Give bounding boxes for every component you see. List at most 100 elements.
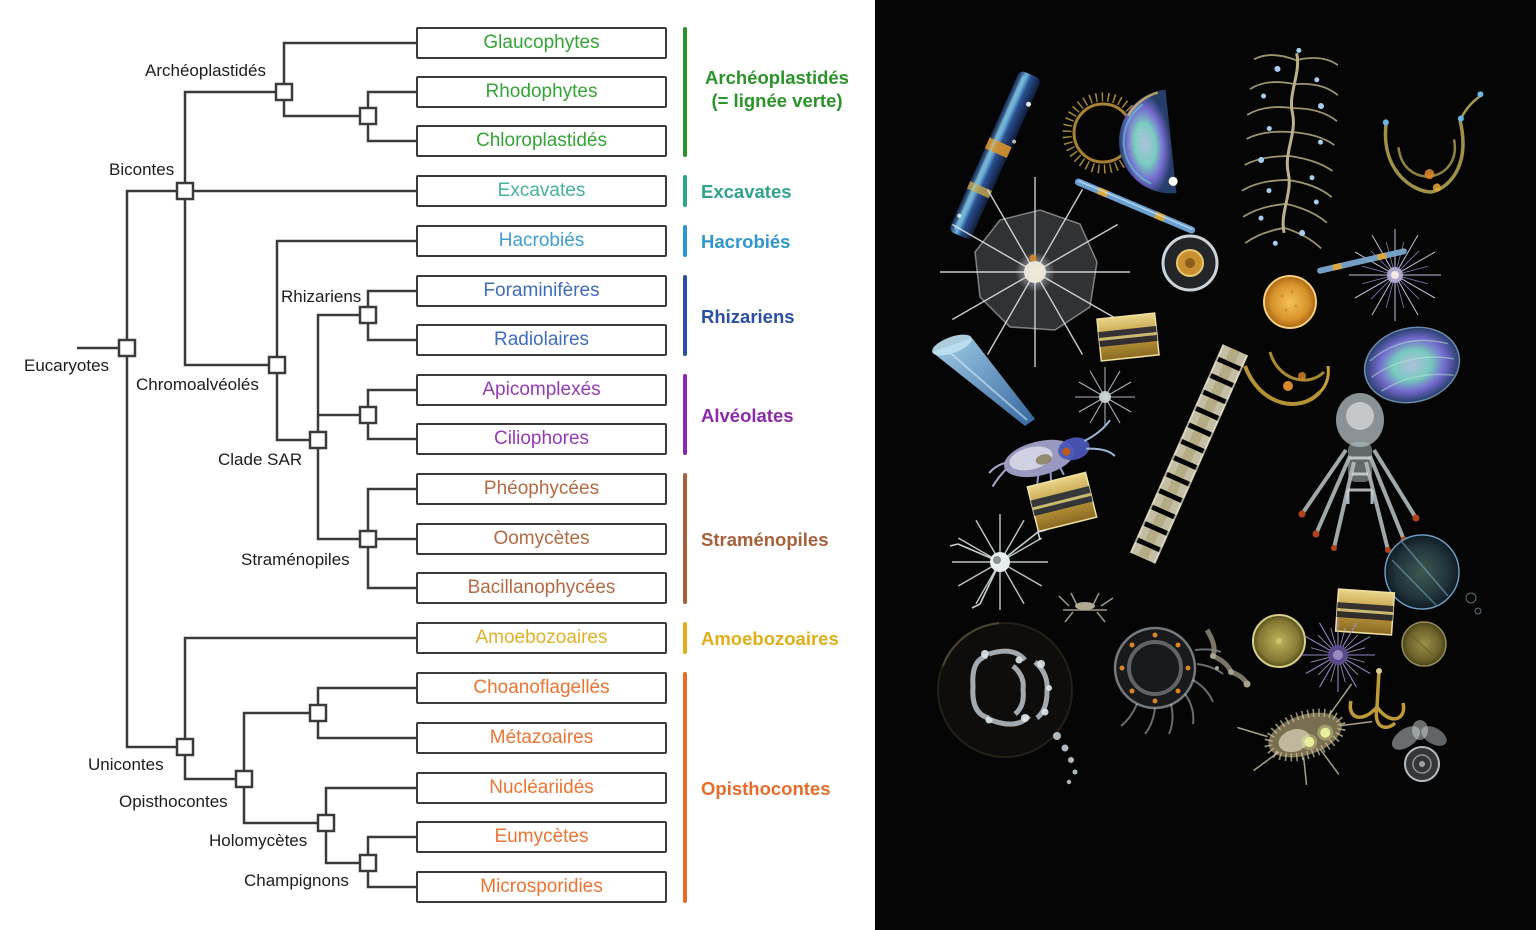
taxon-box-microsporidies: Microsporidies: [416, 871, 667, 903]
taxon-label: Eumycètes: [494, 826, 589, 847]
group-label-amoebozoaires: Amoebozoaires: [701, 628, 839, 649]
taxon-label: Foraminifères: [483, 280, 600, 301]
tree-label-champignons: Champignons: [244, 871, 349, 890]
group-bar-amoebozoaires: [683, 622, 687, 654]
group-label-archeoplastides: Archéoplastidés (= lignée verte): [701, 66, 853, 112]
organism-olive-disc-1: [1252, 614, 1306, 668]
group-label-hacrobies: Hacrobiés: [701, 231, 791, 252]
organism-ceratium-anchor: [1382, 91, 1484, 194]
tree-label-eucaryotes: Eucaryotes: [24, 356, 110, 375]
organism-chain-diatom-ladder: [1129, 344, 1249, 564]
taxon-label: Apicomplexés: [482, 379, 601, 400]
organism-copepod: [988, 419, 1116, 488]
node-rhodo-chloro: [358, 106, 378, 126]
organism-hairy-larva: [1237, 683, 1373, 786]
node-rhizariens: [358, 305, 378, 325]
phylo-tree-svg: [77, 41, 416, 889]
tree-label-opisthocontes: Opisthocontes: [119, 792, 228, 811]
taxon-box-amoebozoaires: Amoebozoaires: [416, 622, 667, 654]
organism-grapnel: [1348, 668, 1406, 729]
plankton-photo: [875, 0, 1536, 930]
phylogeny-panel: Eucaryotes Archéoplastidés Bicontes Chro…: [24, 27, 853, 903]
organism-gold-box-diatom-3: [1334, 588, 1396, 636]
taxon-box-nucleariides: Nucléariidés: [416, 772, 667, 804]
group-label-rhizariens: Rhizariens: [701, 306, 795, 327]
node-bicontes: [175, 181, 195, 201]
organism-zoea-larva: [950, 514, 1048, 610]
taxon-label: Nucléariidés: [489, 777, 594, 798]
tree-label-archeoplastides: Archéoplastidés: [145, 61, 266, 80]
taxon-label: Microsporidies: [480, 876, 603, 897]
tree-edges: [77, 41, 416, 889]
tree-label-clade-sar: Clade SAR: [218, 450, 303, 469]
node-clade-sar: [308, 430, 328, 450]
taxon-box-rhodophytes: Rhodophytes: [416, 76, 667, 108]
taxon-box-oomycetes: Oomycètes: [416, 523, 667, 555]
node-holomycetes: [316, 813, 336, 833]
organism-small-star: [1075, 367, 1135, 427]
taxon-label: Amoebozoaires: [475, 627, 608, 648]
group-label-line2: (= lignée verte): [711, 90, 843, 112]
organism-twig: [1204, 628, 1251, 688]
node-champignons: [358, 853, 378, 873]
taxon-label: Bacillanophycées: [467, 577, 616, 598]
organism-radiolarian-umbrella: [940, 177, 1130, 367]
node-stramenopiles: [358, 529, 378, 549]
tree-label-holomycetes: Holomycètes: [209, 831, 308, 850]
node-chromoalveoles: [267, 355, 287, 375]
organism-lander-larva: [1298, 393, 1420, 553]
taxon-label: Glaucophytes: [483, 32, 600, 53]
group-label-line1: Archéoplastidés: [705, 67, 849, 88]
taxon-box-metazoaires: Métazoaires: [416, 722, 667, 754]
organism-orange-disc-diatom: [1263, 275, 1317, 329]
taxon-label: Radiolaires: [493, 329, 590, 350]
group-bar-excavates: [683, 175, 687, 207]
taxon-box-eumycetes: Eumycètes: [416, 821, 667, 853]
group-bar-alveolates: [683, 374, 687, 455]
taxon-label: Ciliophores: [493, 428, 590, 449]
tree-label-unicontes: Unicontes: [88, 755, 164, 774]
organism-dark-medusa: [937, 622, 1078, 785]
organism-thin-rod: [1317, 248, 1407, 274]
taxon-label: Excavates: [497, 180, 586, 201]
taxon-label: Phéophycées: [483, 478, 600, 499]
taxon-box-bacillanophycees: Bacillanophycées: [416, 572, 667, 604]
group-bar-stramenopiles: [683, 473, 687, 604]
group-label-excavates: Excavates: [701, 181, 792, 202]
organism-iridescent-oval: [1363, 326, 1461, 404]
node-choano-meta: [308, 703, 328, 723]
tree-label-stramenopiles: Straménopiles: [241, 550, 350, 569]
organism-olive-disc-2: [1401, 621, 1447, 667]
taxon-box-chloroplastides: Chloroplastidés: [416, 125, 667, 157]
taxon-box-ciliophores: Ciliophores: [416, 423, 667, 455]
organism-bubbles: [1465, 592, 1482, 615]
plankton-photo-svg: [875, 47, 1484, 786]
taxon-label: Choanoflagellés: [473, 677, 610, 698]
organism-needle-diatom: [1074, 178, 1196, 234]
organism-gold-box-diatom-1: [1096, 312, 1160, 362]
tree-nodes: [117, 82, 378, 873]
taxon-label: Oomycètes: [493, 528, 590, 549]
node-opisthocontes: [234, 769, 254, 789]
taxon-box-hacrobies: Hacrobiés: [416, 225, 667, 257]
taxon-box-excavates: Excavates: [416, 175, 667, 207]
tree-label-rhizariens: Rhizariens: [281, 287, 362, 306]
group-label-alveolates: Alvéolates: [701, 405, 794, 426]
organism-purple-urchin-star: [1301, 618, 1375, 692]
organism-small-larva: [1058, 592, 1114, 623]
organism-disc-diatom: [1161, 234, 1219, 292]
organism-pteropod: [1391, 720, 1447, 782]
node-unicontes: [175, 737, 195, 757]
tree-label-bicontes: Bicontes: [109, 160, 175, 179]
group-bar-hacrobies: [683, 225, 687, 257]
taxon-label: Chloroplastidés: [476, 130, 607, 151]
organism-hydromedusa: [1113, 626, 1224, 735]
taxon-label: Métazoaires: [489, 727, 594, 748]
taxon-label: Hacrobiés: [498, 230, 585, 251]
taxon-box-radiolaires: Radiolaires: [416, 324, 667, 356]
organism-golden-hooks: [1243, 351, 1330, 406]
group-label-opisthocontes: Opisthocontes: [701, 778, 831, 799]
organism-chaetoceros-chain: [1241, 47, 1339, 250]
node-alveolates: [358, 405, 378, 425]
